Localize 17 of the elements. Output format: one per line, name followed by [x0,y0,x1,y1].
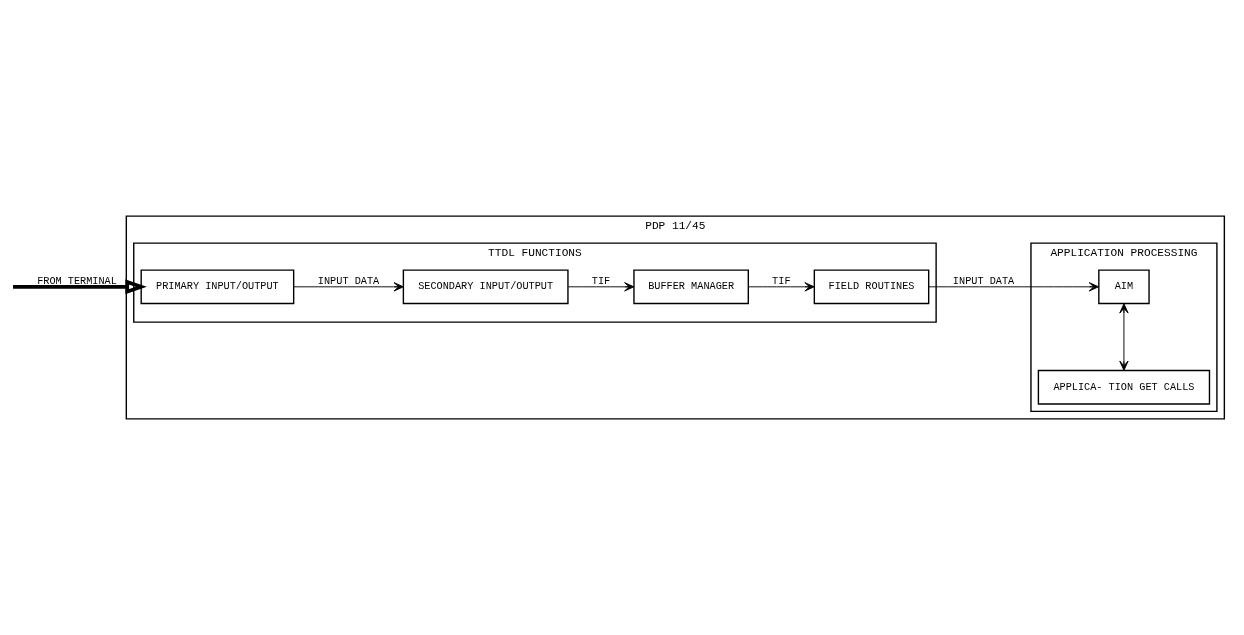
edge-label: TIF [772,274,791,287]
node-box: APPLICA- TION GET CALLS [1037,369,1211,405]
arrow [567,282,635,292]
edge-label: INPUT DATA [952,274,1015,287]
node-box: SECONDARY INPUT/OUTPUT [402,269,569,305]
node-box: AIM [1098,269,1150,305]
edge-label: INPUT DATA [317,274,380,287]
edge-label: TIF [591,274,611,287]
arrow [748,282,815,292]
arrow [928,282,1099,292]
node-box: BUFFER MANAGER [633,269,749,305]
arrow [1119,303,1129,371]
edge-label: FROM TERMINAL [37,274,117,287]
arrow [13,279,147,295]
node-box: PRIMARY INPUT/OUTPUT [140,269,295,305]
node-box: FIELD ROUTINES [813,269,930,305]
arrow [293,282,404,292]
